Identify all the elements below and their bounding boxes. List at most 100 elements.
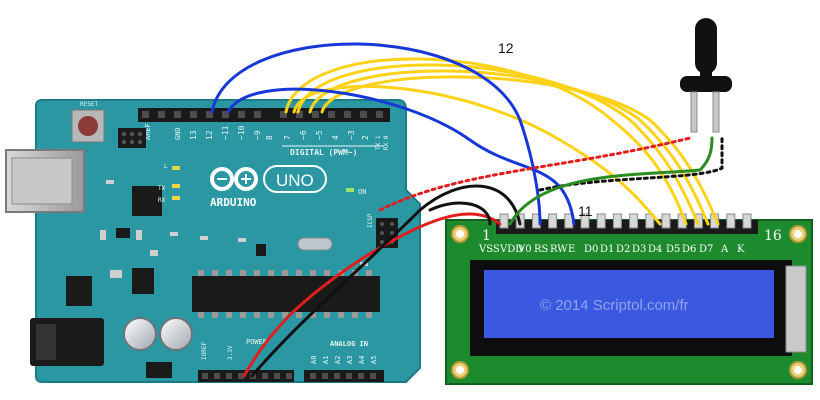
digital-header-pins bbox=[142, 111, 383, 118]
lcd-pin-label-rs: RS bbox=[534, 244, 549, 255]
digital-pin-labels: 13 12 ~11 ~10 ~9 8 7 ~6 ~5 4 ~3 2 TX 1 R… bbox=[189, 125, 390, 150]
pin-label-10: ~10 bbox=[237, 125, 246, 140]
lcd-pin-label-d0: D0 bbox=[584, 244, 598, 255]
pin-label-2: 2 bbox=[361, 135, 370, 140]
analog-pin-a4: A4 bbox=[358, 356, 366, 364]
capacitor-2 bbox=[159, 317, 193, 351]
atmega-chip bbox=[192, 276, 380, 312]
wire-red bbox=[242, 212, 502, 378]
pin-label-8: 8 bbox=[265, 135, 274, 140]
lcd-pin bbox=[693, 213, 703, 229]
lcd-pin bbox=[629, 213, 639, 229]
arduino-logo: ARDUINO bbox=[210, 167, 258, 209]
analog-pin-a1: A1 bbox=[322, 356, 330, 364]
plug-body bbox=[680, 76, 732, 92]
wire-blue-12 bbox=[210, 42, 542, 226]
pin-label-13: 13 bbox=[189, 130, 198, 140]
pin-label-rx: RX 0 bbox=[383, 135, 390, 150]
lcd-pin-label-k: K bbox=[737, 244, 745, 255]
lcd-pin-label-d1: D1 bbox=[600, 244, 614, 255]
lcd-pin-label-rw: RW bbox=[550, 244, 568, 255]
analog-pin-a2: A2 bbox=[334, 356, 342, 364]
pin-label-4: 4 bbox=[331, 135, 340, 140]
uno-text: UNO bbox=[276, 171, 314, 190]
lcd-pin-last-label: 16 bbox=[764, 228, 782, 244]
pin-label-3: ~3 bbox=[347, 130, 356, 140]
analog-pin-labels: A0 A1 A2 A3 A4 A5 bbox=[310, 356, 378, 364]
wire-black-2 bbox=[428, 201, 492, 226]
lcd-pin bbox=[548, 213, 558, 229]
lcd-pin bbox=[580, 213, 590, 229]
plug-prong-right bbox=[712, 91, 720, 133]
pin-label-12: 12 bbox=[205, 130, 214, 140]
l-label: L bbox=[164, 163, 168, 170]
analog-label: ANALOG IN bbox=[330, 340, 368, 348]
power-plug bbox=[680, 18, 732, 133]
crystal bbox=[297, 237, 333, 251]
digital-label: DIGITAL (PWM~) bbox=[290, 148, 357, 157]
lcd-pin-label-d6: D6 bbox=[682, 244, 696, 255]
pin-label-6: ~6 bbox=[299, 130, 308, 140]
analog-pin-a3: A3 bbox=[346, 356, 354, 364]
annotation-pin-12: 12 bbox=[498, 40, 514, 56]
pin-label-11: ~11 bbox=[221, 125, 230, 140]
lcd-pin bbox=[661, 213, 671, 229]
lcd-pin-labels: VSS VDD V0 RS RW E D0 D1 D2 D3 D4 D5 D6 … bbox=[478, 244, 745, 255]
power-label: POWER bbox=[246, 338, 268, 346]
lcd-header-pins bbox=[496, 220, 758, 234]
lcd-pin-label-d5: D5 bbox=[666, 244, 680, 255]
plug-handle bbox=[695, 18, 717, 74]
lcd-pin-label-v0: V0 bbox=[517, 244, 532, 255]
reset-label: RESET bbox=[80, 101, 98, 108]
lcd-side-cap bbox=[785, 265, 807, 353]
lcd-pin-label-a: A bbox=[720, 244, 729, 255]
lcd-pin-group bbox=[499, 213, 752, 229]
lcd-pin bbox=[596, 213, 606, 229]
pin-label-5: ~5 bbox=[315, 130, 324, 140]
arduino-logo-text: ARDUINO bbox=[210, 196, 257, 209]
wire-black bbox=[250, 184, 522, 378]
lcd-pin bbox=[726, 213, 736, 229]
on-label: ON bbox=[358, 188, 366, 196]
lcd-pin-label-d3: D3 bbox=[632, 244, 646, 255]
lcd-pin-label-vdd: VDD bbox=[499, 244, 523, 255]
lcd-pin bbox=[742, 213, 752, 229]
lcd-pin-label-e: E bbox=[568, 244, 575, 255]
arduino-board: RESET 13 12 ~11 ~10 ~9 8 7 ~6 ~5 4 ~3 2 bbox=[5, 99, 421, 383]
lcd-screen bbox=[484, 270, 774, 338]
analog-pin-a0: A0 bbox=[310, 356, 318, 364]
aref-label: AREF bbox=[144, 123, 152, 140]
capacitor-1 bbox=[123, 317, 157, 351]
power-header bbox=[198, 370, 294, 382]
pin-label-tx: TX 1 bbox=[375, 135, 382, 150]
wire-green bbox=[508, 136, 714, 226]
lcd-pin-first-label: 1 bbox=[482, 228, 491, 244]
analog-pin-a5: A5 bbox=[370, 356, 378, 364]
digital-header bbox=[138, 108, 390, 122]
wire-red-dotted bbox=[378, 136, 692, 212]
annotation-pin-11: 11 bbox=[578, 203, 593, 219]
lcd-pin-label-d7: D7 bbox=[699, 244, 713, 255]
pin-label-9: ~9 bbox=[253, 130, 262, 140]
wire-blue-11 bbox=[226, 87, 576, 226]
plug-prong-left bbox=[690, 91, 698, 133]
lcd-module: 1 16 VSS VDD V0 RS RW E D0 D1 D2 D3 D4 D… bbox=[445, 219, 813, 385]
wires bbox=[210, 42, 724, 378]
ioref-label: IOREF bbox=[201, 342, 208, 360]
lcd-pin bbox=[499, 213, 509, 229]
uno-badge bbox=[263, 165, 327, 193]
lcd-pin-label-d4: D4 bbox=[648, 244, 662, 255]
lcd-pin bbox=[612, 213, 622, 229]
rx-label: RX bbox=[158, 197, 166, 204]
usb-chip bbox=[132, 186, 162, 216]
icsp-label: ICSP bbox=[367, 213, 374, 228]
tx-label: TX bbox=[158, 185, 166, 192]
lcd-pin-label-vss: VSS bbox=[478, 244, 500, 255]
icsp-header-top bbox=[118, 128, 146, 148]
gnd-label: GND bbox=[174, 127, 182, 140]
lcd-pin-label-d2: D2 bbox=[616, 244, 630, 255]
v33-label: 3.3V bbox=[227, 345, 234, 360]
lcd-watermark: © 2014 Scriptol.com/fr bbox=[540, 297, 689, 314]
pin-label-7: 7 bbox=[283, 135, 292, 140]
